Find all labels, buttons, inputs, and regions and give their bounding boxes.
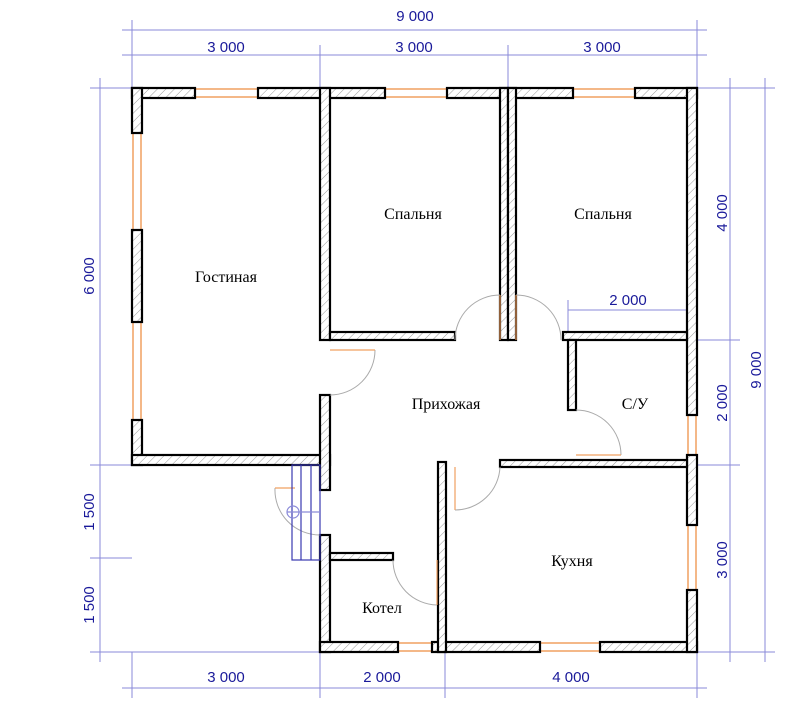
- entrance-stairs: [286, 464, 321, 561]
- dim-left-2: 1 500: [81, 493, 98, 531]
- dim-right-2: 2 000: [714, 384, 731, 422]
- room-kitchen: Кухня: [551, 553, 593, 570]
- room-living: Гостиная: [195, 269, 258, 286]
- dim-right-total: 9 000: [748, 351, 765, 389]
- dim-right-1: 4 000: [714, 194, 731, 232]
- dim-left-3: 1 500: [81, 586, 98, 624]
- dim-bottom-1: 3 000: [207, 669, 245, 686]
- room-bedroom-1: Спальня: [384, 206, 442, 223]
- dim-right-3: 3 000: [714, 541, 731, 579]
- dim-top-2: 3 000: [395, 39, 433, 56]
- dim-left-1: 6 000: [81, 257, 98, 295]
- dim-top-total: 9 000: [396, 8, 434, 25]
- room-bathroom: С/У: [622, 396, 649, 413]
- dim-bottom-3: 4 000: [552, 669, 590, 686]
- dim-top-1: 3 000: [207, 39, 245, 56]
- room-bedroom-2: Спальня: [574, 206, 632, 223]
- dim-top-3: 3 000: [583, 39, 621, 56]
- dim-inner: 2 000: [609, 292, 647, 309]
- room-hall: Прихожая: [412, 396, 481, 413]
- doors: [274, 294, 622, 606]
- room-boiler: Котел: [362, 600, 402, 617]
- dim-bottom-2: 2 000: [363, 669, 401, 686]
- walls: [130, 86, 699, 654]
- windows: [132, 88, 697, 652]
- dimension-lines: [90, 20, 775, 698]
